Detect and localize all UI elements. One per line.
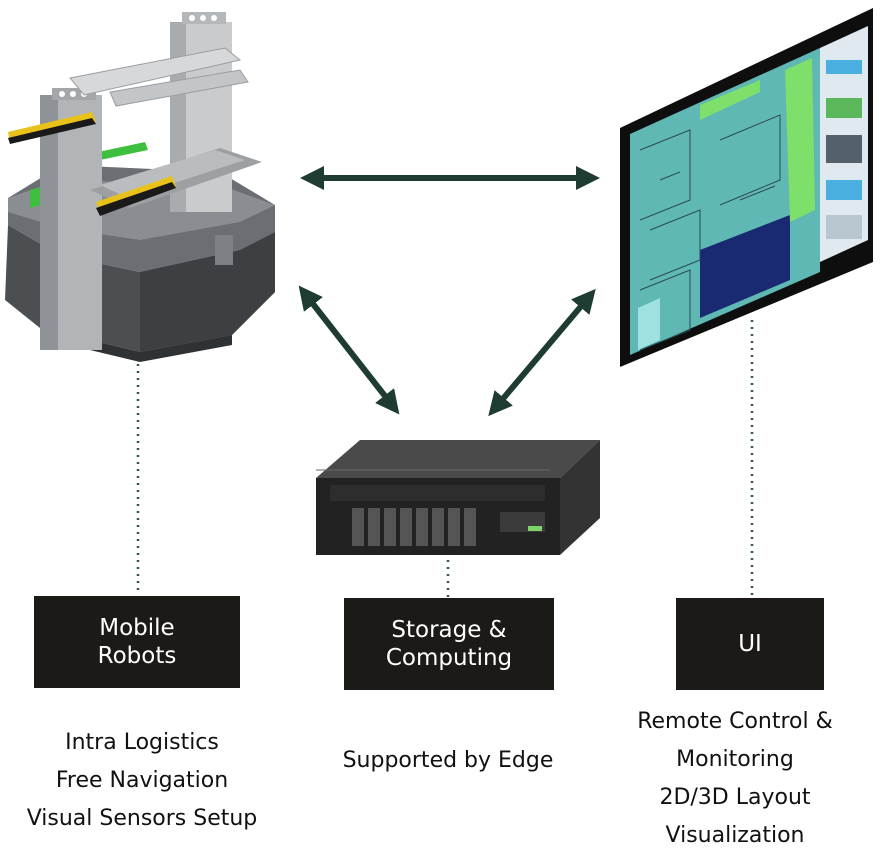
storage-caption: Supported by Edge: [314, 742, 582, 780]
ui-caption-line: 2D/3D Layout: [659, 785, 811, 810]
mobile-robots-caption: Intra Logistics Free Navigation Visual S…: [0, 724, 284, 838]
monitor-map-icon: [620, 8, 873, 367]
ui-label-text: UI: [738, 631, 762, 657]
storage-computing-label-line2: Computing: [385, 645, 513, 671]
ui-caption-line: Remote Control &: [637, 709, 833, 734]
arrow-ui-storage: [488, 288, 596, 417]
rack-server-icon: [316, 440, 600, 555]
mobile-robots-caption-line: Free Navigation: [55, 768, 229, 793]
mobile-robots-label-line1: Mobile: [99, 615, 175, 641]
mobile-robots-caption-line: Visual Sensors Setup: [26, 806, 258, 831]
arrow-robots-storage: [298, 285, 400, 415]
storage-computing-label: Storage & Computing: [344, 598, 554, 690]
ui-caption-line: Visualization: [665, 823, 805, 848]
ui-caption: Remote Control & Monitoring 2D/3D Layout…: [600, 703, 870, 855]
storage-computing-label-line1: Storage &: [391, 617, 507, 643]
ui-caption-line: Monitoring: [676, 747, 794, 772]
storage-caption-line: Supported by Edge: [342, 748, 554, 773]
mobile-robot-icon: [5, 12, 275, 362]
ui-label: UI: [676, 598, 824, 690]
mobile-robots-caption-line: Intra Logistics: [65, 730, 219, 755]
mobile-robots-label: Mobile Robots: [34, 596, 240, 688]
mobile-robots-label-line2: Robots: [97, 643, 177, 669]
